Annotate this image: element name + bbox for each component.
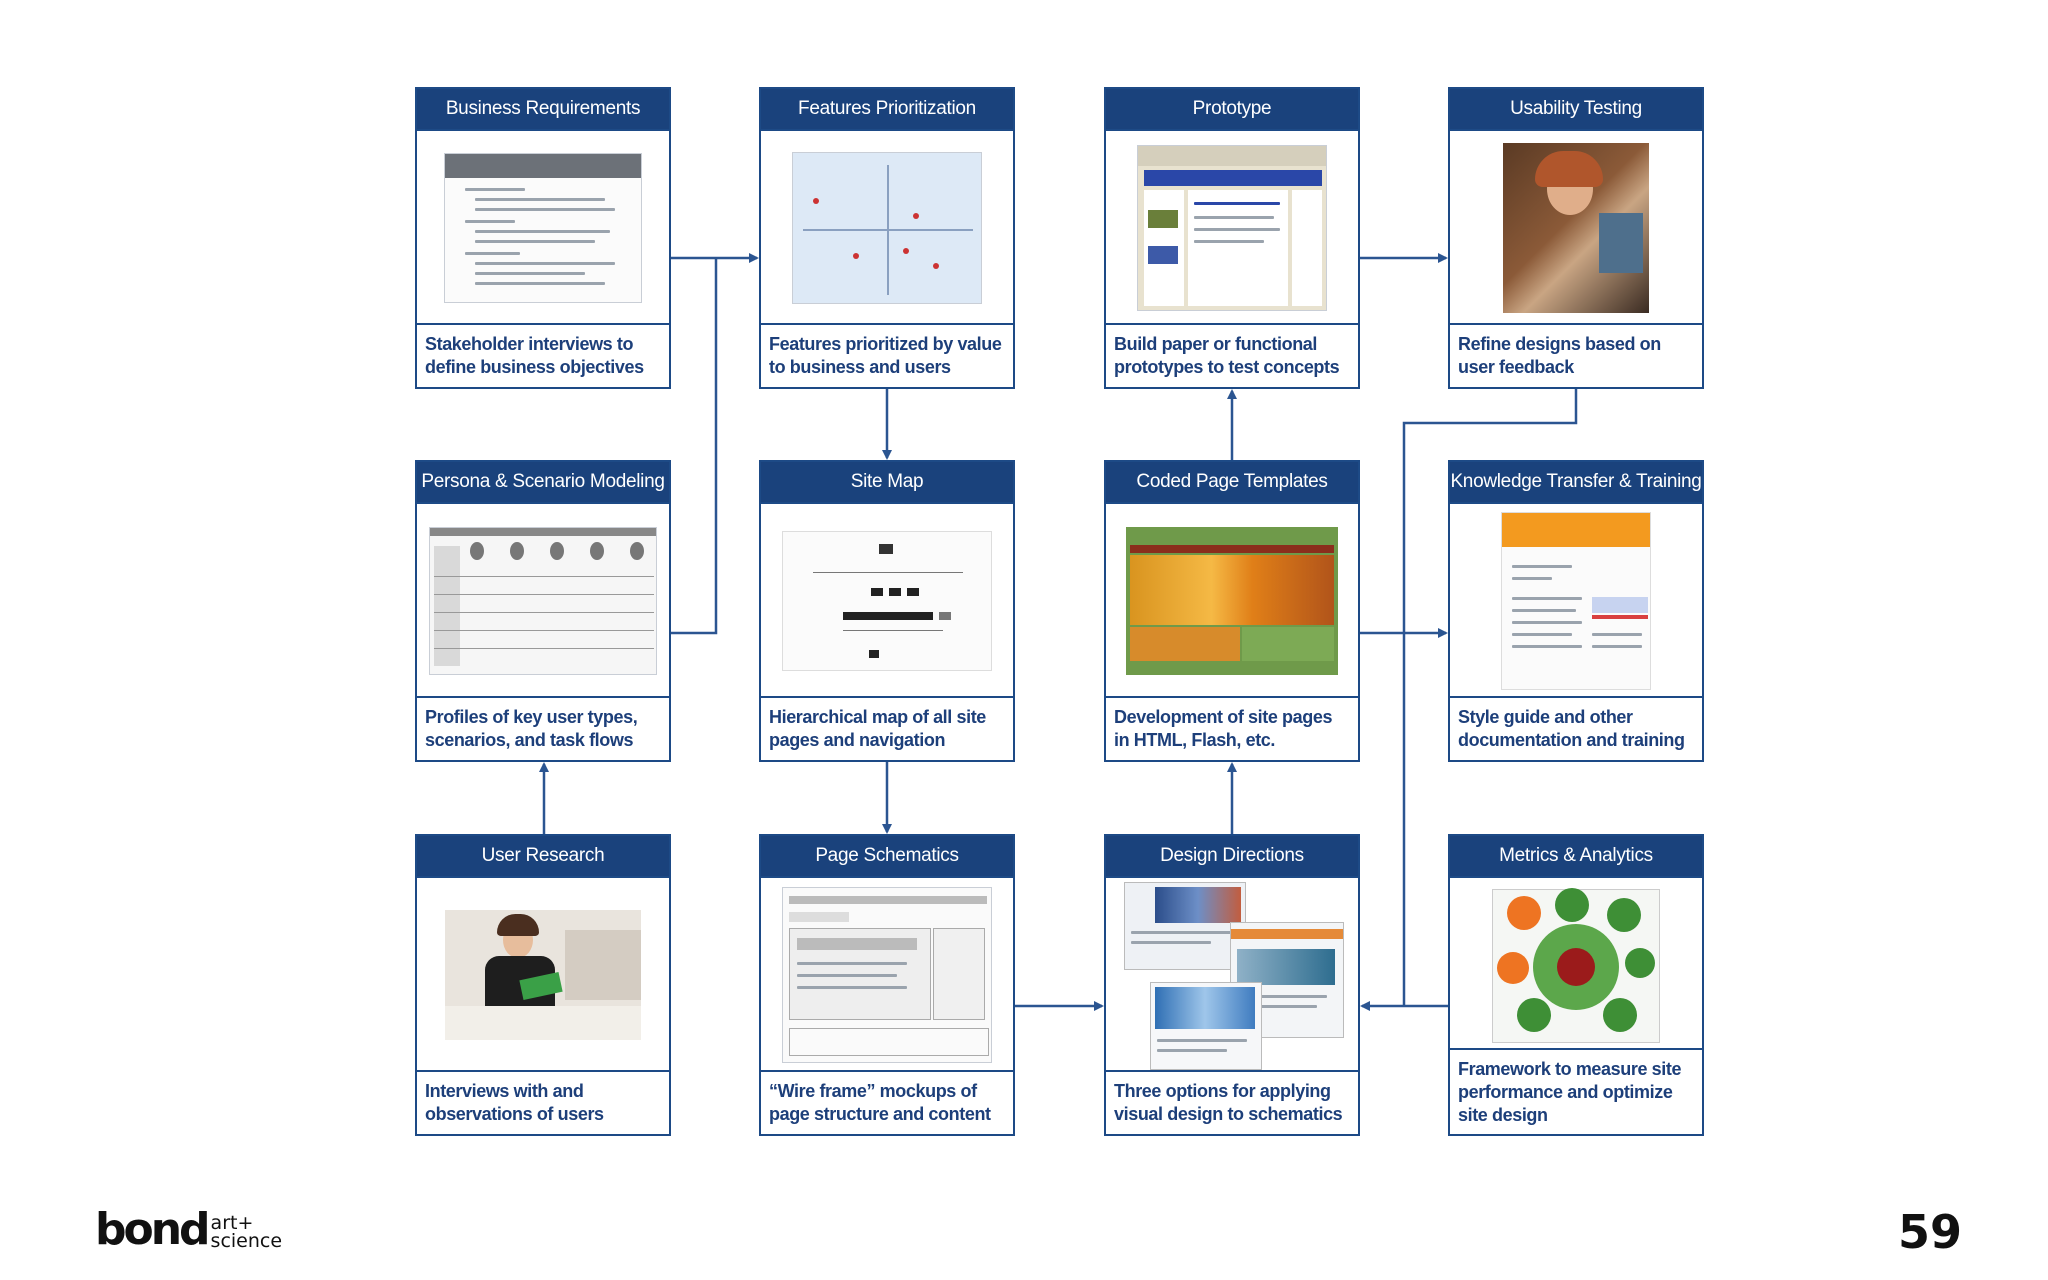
- caption-line: pages and navigation: [769, 730, 946, 750]
- card-caption: Development of site pages in HTML, Flash…: [1106, 696, 1358, 760]
- card-caption: Stakeholder interviews to define busines…: [417, 323, 669, 387]
- thumbnail-design-options: [1106, 876, 1358, 1072]
- thumbnail-persona-grid: [417, 502, 669, 698]
- caption-line: Development of site pages: [1114, 707, 1333, 727]
- page-number: 59: [1897, 1205, 1962, 1259]
- caption-line: scenarios, and task flows: [425, 730, 634, 750]
- brand-tagline-line2: science: [210, 1230, 283, 1252]
- card-knowledge-transfer-training: Knowledge Transfer & Training Style guid…: [1448, 460, 1704, 762]
- card-title: Usability Testing: [1450, 89, 1702, 129]
- thumbnail-user-research-photo: [417, 876, 669, 1072]
- caption-line: page structure and content: [769, 1104, 991, 1124]
- card-coded-page-templates: Coded Page Templates Development of site…: [1104, 460, 1360, 762]
- card-business-requirements: Business Requirements Stakeholder interv…: [415, 87, 671, 389]
- caption-line: performance and optimize: [1458, 1082, 1673, 1102]
- card-caption: Interviews with and observations of user…: [417, 1070, 669, 1134]
- caption-line: documentation and training: [1458, 730, 1685, 750]
- caption-line: Framework to measure site: [1458, 1059, 1682, 1079]
- card-caption: Three options for applying visual design…: [1106, 1070, 1358, 1134]
- card-metrics-analytics: Metrics & Analytics Framework to measure…: [1448, 834, 1704, 1136]
- thumbnail-document: [417, 129, 669, 325]
- card-page-schematics: Page Schematics “Wire frame” mockups of …: [759, 834, 1015, 1136]
- caption-line: Profiles of key user types,: [425, 707, 638, 727]
- card-usability-testing: Usability Testing Refine designs based o…: [1448, 87, 1704, 389]
- caption-line: prototypes to test concepts: [1114, 357, 1340, 377]
- caption-line: “Wire frame” mockups of: [769, 1081, 977, 1101]
- caption-line: Interviews with and: [425, 1081, 584, 1101]
- card-title: Persona & Scenario Modeling: [417, 462, 669, 502]
- caption-line: Build paper or functional: [1114, 334, 1318, 354]
- card-title: Knowledge Transfer & Training: [1450, 462, 1702, 502]
- card-caption: Refine designs based on user feedback: [1450, 323, 1702, 387]
- caption-line: Features prioritized by value: [769, 334, 1002, 354]
- connector-usability-loop: [1402, 389, 1578, 1006]
- card-title: Metrics & Analytics: [1450, 836, 1702, 876]
- caption-line: visual design to schematics: [1114, 1104, 1343, 1124]
- thumbnail-usability-photo: [1450, 129, 1702, 325]
- thumbnail-site-map: [761, 502, 1013, 698]
- thumbnail-quadrant-chart: [761, 129, 1013, 325]
- card-title: Coded Page Templates: [1106, 462, 1358, 502]
- caption-line: Stakeholder interviews to: [425, 334, 634, 354]
- card-title: Business Requirements: [417, 89, 669, 129]
- card-caption: Hierarchical map of all site pages and n…: [761, 696, 1013, 760]
- caption-line: Style guide and other: [1458, 707, 1633, 727]
- brand-logo: bond art+ science: [95, 1208, 282, 1252]
- brand-tagline: art+ science: [210, 1212, 283, 1252]
- card-title: Site Map: [761, 462, 1013, 502]
- card-caption: Features prioritized by value to busines…: [761, 323, 1013, 387]
- caption-line: Three options for applying: [1114, 1081, 1331, 1101]
- caption-line: site design: [1458, 1105, 1548, 1125]
- card-persona-scenario-modeling: Persona & Scenario Modeling Profiles of …: [415, 460, 671, 762]
- card-user-research: User Research Interviews with and observ…: [415, 834, 671, 1136]
- card-prototype: Prototype Build paper or functional prot…: [1104, 87, 1360, 389]
- card-title: Features Prioritization: [761, 89, 1013, 129]
- card-site-map: Site Map Hierarchical map of all site pa…: [759, 460, 1015, 762]
- thumbnail-style-guide: [1450, 502, 1702, 698]
- card-caption: Build paper or functional prototypes to …: [1106, 323, 1358, 387]
- thumbnail-wireframe: [761, 876, 1013, 1072]
- caption-line: in HTML, Flash, etc.: [1114, 730, 1276, 750]
- caption-line: Hierarchical map of all site: [769, 707, 986, 727]
- card-design-directions: Design Directions Three options for appl…: [1104, 834, 1360, 1136]
- card-features-prioritization: Features Prioritization Features priorit…: [759, 87, 1015, 389]
- card-title: Design Directions: [1106, 836, 1358, 876]
- caption-line: observations of users: [425, 1104, 604, 1124]
- caption-line: user feedback: [1458, 357, 1574, 377]
- card-title: Prototype: [1106, 89, 1358, 129]
- thumbnail-browser-screenshot: [1106, 129, 1358, 325]
- brand-name: bond: [95, 1204, 211, 1255]
- connector-persona-to-features: [671, 258, 718, 635]
- card-caption: Profiles of key user types, scenarios, a…: [417, 696, 669, 760]
- brand-tagline-line1: art+: [210, 1212, 254, 1234]
- card-title: Page Schematics: [761, 836, 1013, 876]
- caption-line: to business and users: [769, 357, 951, 377]
- card-title: User Research: [417, 836, 669, 876]
- card-caption: Style guide and other documentation and …: [1450, 696, 1702, 760]
- thumbnail-metrics-diagram: [1450, 876, 1702, 1054]
- thumbnail-coded-page: [1106, 502, 1358, 698]
- card-caption: “Wire frame” mockups of page structure a…: [761, 1070, 1013, 1134]
- card-caption: Framework to measure site performance an…: [1450, 1048, 1702, 1134]
- caption-line: Refine designs based on: [1458, 334, 1661, 354]
- caption-line: define business objectives: [425, 357, 644, 377]
